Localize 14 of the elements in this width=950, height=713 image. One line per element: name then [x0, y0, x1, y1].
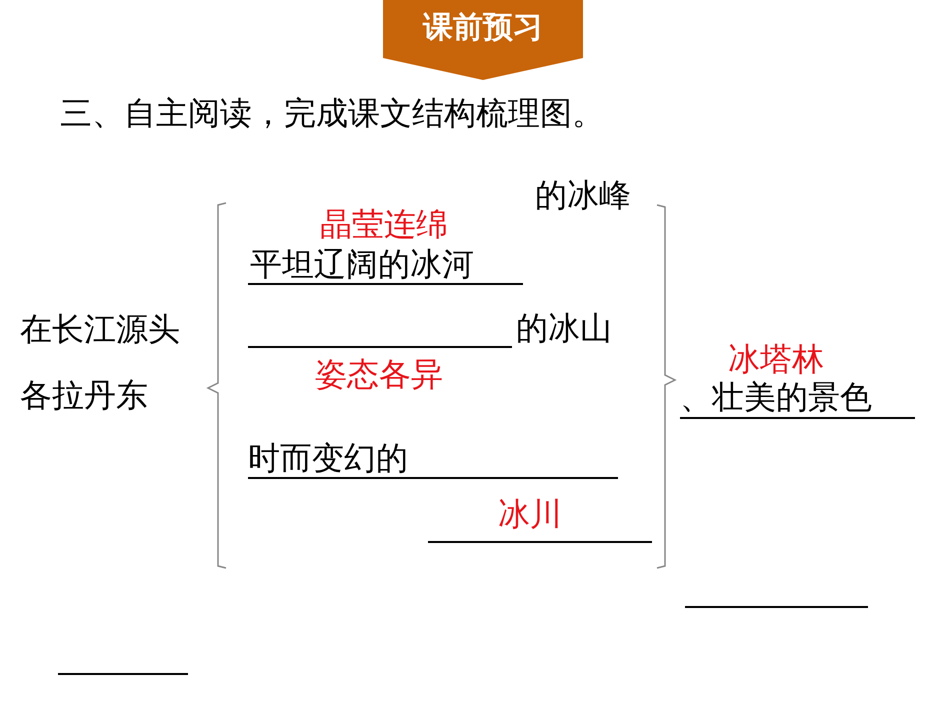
banner-title: 课前预习: [422, 10, 544, 46]
answer-text: 冰川: [498, 497, 562, 532]
answer-text: 晶莹连绵: [320, 207, 448, 242]
outline-text: 各拉丹东: [20, 378, 148, 414]
outline-text: 平坦辽阔的冰河: [250, 247, 474, 282]
outline-text: 在长江源头: [20, 312, 180, 348]
answer-text: 冰塔林: [728, 342, 824, 378]
outline-text: 的冰山: [516, 311, 612, 346]
banner-tab: [383, 0, 583, 80]
outline-text: 时而变幻的: [248, 441, 408, 476]
outline-text: 、壮美的景色: [680, 380, 872, 416]
answer-text: 姿态各异: [315, 357, 443, 392]
instruction-heading: 三、自主阅读，完成课文结构梳理图。: [60, 96, 604, 132]
outline-text: 的冰峰: [535, 178, 631, 214]
